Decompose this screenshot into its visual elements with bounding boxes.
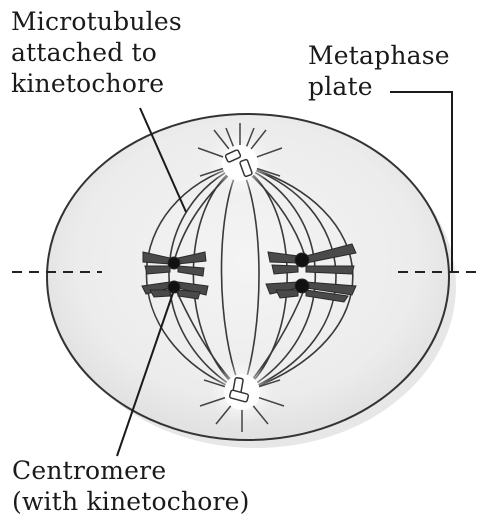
microtubules-label: Microtubules attached to kinetochore (11, 6, 182, 99)
centromere-label: Centromere (with kinetochore) (12, 455, 250, 517)
microtubules-label-line-2: attached to (11, 37, 182, 68)
centromere-label-line-2: (with kinetochore) (12, 486, 250, 517)
centromere (295, 253, 309, 267)
metaphase-label-line-1: Metaphase (308, 40, 450, 71)
centromere (295, 279, 309, 293)
microtubules-label-line-3: kinetochore (11, 68, 182, 99)
metaphase-label-line-2: plate (308, 71, 450, 102)
centromere-label-line-1: Centromere (12, 455, 250, 486)
centromere (168, 257, 180, 269)
microtubules-label-line-1: Microtubules (11, 6, 182, 37)
metaphase-plate-label: Metaphase plate (308, 40, 450, 102)
